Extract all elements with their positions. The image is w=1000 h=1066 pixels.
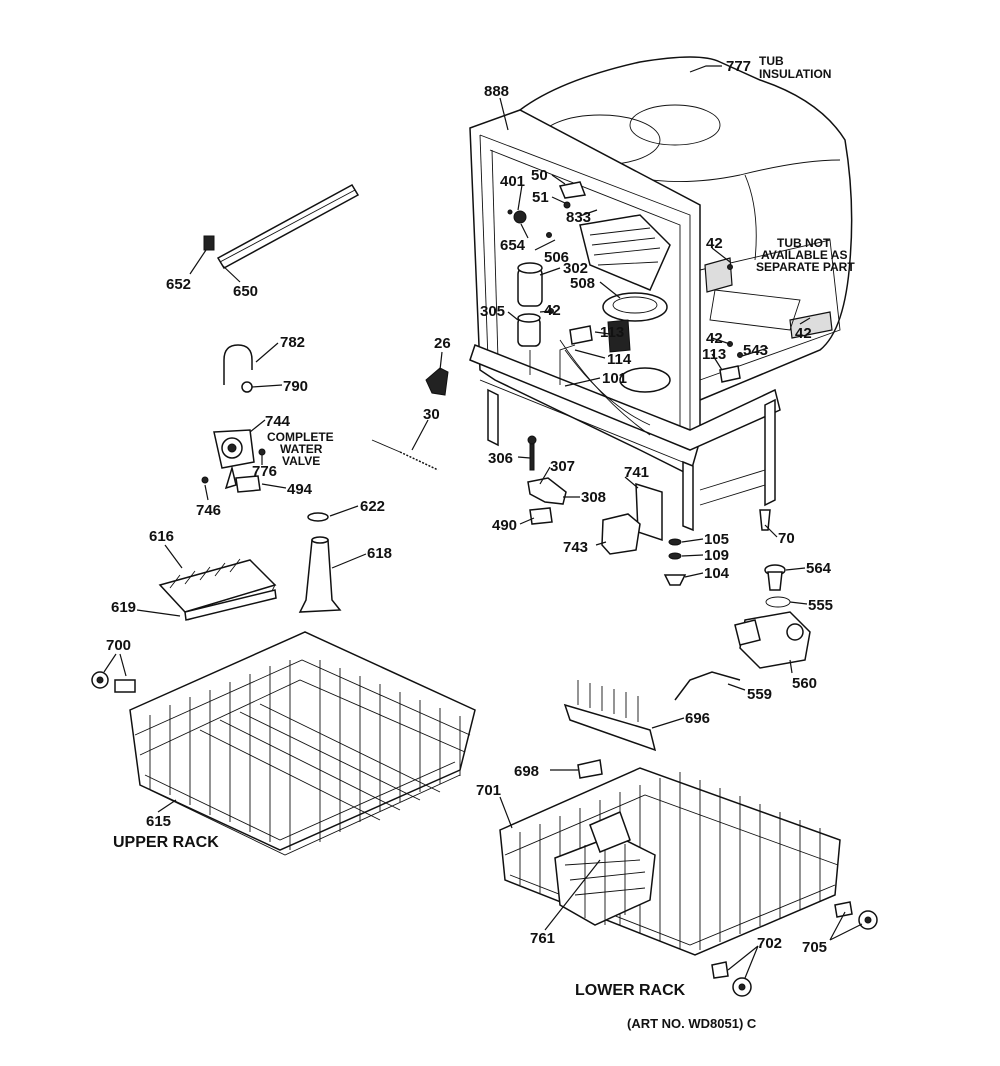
label-761: 761 [530,930,555,947]
label-42-b: 42 [706,235,723,252]
rack-tines-696 [563,680,657,752]
label-543: 543 [743,342,768,359]
label-833: 833 [566,209,591,226]
hose-559 [674,671,741,701]
note-valve-1: COMPLETE [267,430,334,444]
label-741: 741 [624,464,649,481]
note-valve-2: WATER [280,442,323,456]
label-743: 743 [563,539,588,556]
label-113-b: 113 [702,346,726,363]
label-782: 782 [280,334,305,351]
upper-rack [129,631,476,856]
label-654: 654 [500,237,526,254]
water-valve-744 [201,429,266,493]
rollers-702-705 [711,901,878,997]
label-401: 401 [500,173,525,190]
label-746: 746 [196,502,221,519]
label-104: 104 [704,565,730,582]
note-tub-insulation-1: TUB [759,54,784,68]
spring-30 [371,439,439,471]
label-700: 700 [106,637,131,654]
label-42-d: 42 [795,325,812,342]
label-70: 70 [778,530,795,547]
label-42-c: 42 [706,330,723,347]
label-101: 101 [602,370,627,387]
note-tub-not-1: TUB NOT [777,236,831,250]
label-302: 302 [563,260,588,277]
label-560: 560 [792,675,817,692]
note-tub-not-2: AVAILABLE AS [761,248,847,262]
label-744: 744 [265,413,291,430]
label-50: 50 [531,167,548,184]
notes: TUB INSULATION TUB NOT AVAILABLE AS SEPA… [113,54,855,1031]
hose-782 [223,344,253,393]
label-105: 105 [704,531,729,548]
caption-upper-rack: UPPER RACK [113,834,219,851]
parts-center-bottom [527,435,771,586]
lever-26 [425,367,449,396]
label-508: 508 [570,275,595,292]
label-30: 30 [423,406,440,423]
label-494: 494 [287,481,313,498]
caption-art-no: (ART NO. WD8051) C [627,1016,757,1031]
label-652: 652 [166,276,191,293]
label-698: 698 [514,763,539,780]
label-113-a: 113 [600,324,624,341]
part-labels: 777 888 401 50 51 833 654 506 302 508 30… [106,58,833,956]
label-777: 777 [726,58,751,75]
label-308: 308 [581,489,606,506]
label-790: 790 [283,378,308,395]
label-51: 51 [532,189,549,206]
support-618 [298,512,342,613]
lower-rack [499,767,841,956]
leader-lines [103,65,863,979]
label-109: 109 [704,547,729,564]
label-776: 776 [252,463,277,480]
label-26: 26 [434,335,451,352]
label-702: 702 [757,935,782,952]
label-305: 305 [480,303,505,320]
label-506: 506 [544,249,569,266]
label-306: 306 [488,450,513,467]
label-619: 619 [111,599,136,616]
label-559: 559 [747,686,772,703]
label-650: 650 [233,283,258,300]
clip-698 [577,759,603,779]
note-tub-not-3: SEPARATE PART [756,260,855,274]
label-564: 564 [806,560,832,577]
label-705: 705 [802,939,827,956]
valve-right-564 [734,564,811,669]
label-701: 701 [476,782,501,799]
label-622: 622 [360,498,385,515]
tub-assembly [469,56,853,532]
note-tub-insulation-2: INSULATION [759,67,831,81]
label-42-a: 42 [544,302,561,319]
note-valve-3: VALVE [282,454,320,468]
roller-700 [91,671,136,693]
label-307: 307 [550,458,575,475]
label-114: 114 [607,351,632,368]
label-696: 696 [685,710,710,727]
spray-tines-616 [158,558,277,621]
label-888: 888 [484,83,509,100]
caption-lower-rack: LOWER RACK [575,982,686,999]
label-618: 618 [367,545,392,562]
rail-650 [203,183,360,270]
label-490: 490 [492,517,517,534]
label-615: 615 [146,813,171,830]
label-555: 555 [808,597,833,614]
label-616: 616 [149,528,174,545]
